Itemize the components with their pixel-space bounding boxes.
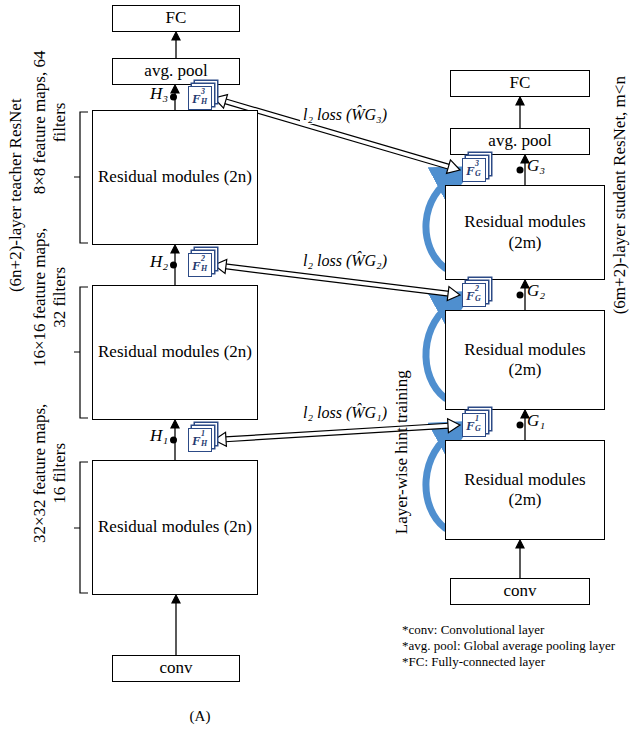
tap-label: H₃	[150, 84, 168, 104]
feature-symbol: F	[192, 259, 201, 272]
layer-box: conv	[450, 578, 590, 605]
flow-arrow	[171, 85, 179, 110]
feature-map-icon: F1G	[462, 413, 486, 437]
layer-box: Residual modules (2n)	[92, 110, 258, 245]
feature-subscript: G	[475, 170, 481, 178]
feature-subscript: H	[201, 265, 207, 273]
feature-symbol: F	[466, 164, 475, 177]
layer-box: Residual modules (2n)	[92, 460, 258, 595]
loss-label: l₂ loss (ŴG₃)	[300, 105, 390, 124]
layer-box: FC	[112, 5, 240, 32]
flow-arrow	[172, 32, 180, 58]
layer-box: Residual modules (2m)	[445, 310, 605, 410]
legend-note: *FC: Fully-connected layer	[402, 654, 545, 670]
layer-box: conv	[112, 655, 240, 682]
feature-subscript: G	[475, 425, 481, 433]
box-label: Residual modules (2n)	[98, 342, 252, 362]
box-label: Residual modules (2n)	[98, 167, 252, 187]
flow-arrow	[516, 97, 524, 128]
tap-label: H₂	[150, 252, 168, 272]
layer-box: Residual modules (2n)	[92, 285, 258, 420]
box-label: avg. pool	[144, 61, 207, 81]
feature-map-note: 16×16 feature maps, 32 filters	[30, 222, 71, 372]
feature-map-icon: F2G	[462, 283, 486, 307]
box-label: Residual modules (2m)	[446, 212, 604, 253]
legend-note: *conv: Convolutional layer	[402, 622, 544, 638]
feature-map-note: 8×8 feature maps, 64 filters	[30, 47, 71, 197]
feature-superscript: 3	[475, 160, 479, 168]
tap-label: G₃	[527, 156, 545, 176]
flow-arrow	[171, 245, 179, 285]
box-label: conv	[159, 658, 192, 678]
figure-caption: (A)	[190, 708, 211, 725]
feature-map-icon: F3H	[188, 86, 212, 110]
box-label: FC	[166, 8, 187, 28]
tap-label: G₁	[527, 411, 545, 431]
loss-arrow	[214, 419, 460, 447]
feature-superscript: 3	[201, 88, 205, 96]
box-label: FC	[510, 73, 531, 93]
network-title: (6n+2)-layer teacher ResNet	[6, 30, 26, 360]
feature-symbol: F	[466, 419, 475, 432]
feature-map-icon: F3G	[462, 158, 486, 182]
layer-box: Residual modules (2m)	[445, 440, 605, 540]
layer-box: avg. pool	[112, 58, 240, 85]
loss-label: l₂ loss (ŴG₁)	[300, 403, 390, 422]
feature-superscript: 2	[475, 285, 479, 293]
feature-symbol: F	[192, 92, 201, 105]
layer-box: FC	[450, 70, 590, 97]
feature-subscript: G	[475, 295, 481, 303]
feature-map-icon: F2H	[188, 253, 212, 277]
feature-symbol: F	[192, 434, 201, 447]
feature-superscript: 1	[201, 430, 205, 438]
network-title: (6m+2)-layer student ResNet, m<n	[610, 15, 630, 375]
box-label: avg. pool	[488, 131, 551, 151]
feature-subscript: H	[201, 440, 207, 448]
feature-superscript: 2	[201, 255, 205, 263]
group-bracket	[74, 112, 88, 593]
tap-label: H₁	[150, 426, 168, 446]
feature-superscript: 1	[475, 415, 479, 423]
flow-arrow	[516, 540, 524, 578]
feature-map-icon: F1H	[188, 428, 212, 452]
flow-arrow	[172, 595, 180, 655]
flow-arrow	[171, 420, 179, 460]
box-label: Residual modules (2m)	[446, 470, 604, 511]
feature-symbol: F	[466, 289, 475, 302]
box-label: Residual modules (2n)	[98, 517, 252, 537]
feature-map-note: 32×32 feature maps, 16 filters	[30, 398, 71, 548]
feature-subscript: H	[201, 98, 207, 106]
legend-note: *avg. pool: Global average pooling layer	[402, 638, 615, 654]
layer-box: Residual modules (2m)	[445, 185, 605, 280]
layer-box: avg. pool	[450, 128, 590, 155]
loss-label: l₂ loss (ŴG₂)	[300, 251, 390, 270]
process-note: Layer-wise hint training	[392, 364, 412, 540]
box-label: Residual modules (2m)	[446, 340, 604, 381]
box-label: conv	[503, 581, 536, 601]
tap-label: G₂	[527, 281, 545, 301]
